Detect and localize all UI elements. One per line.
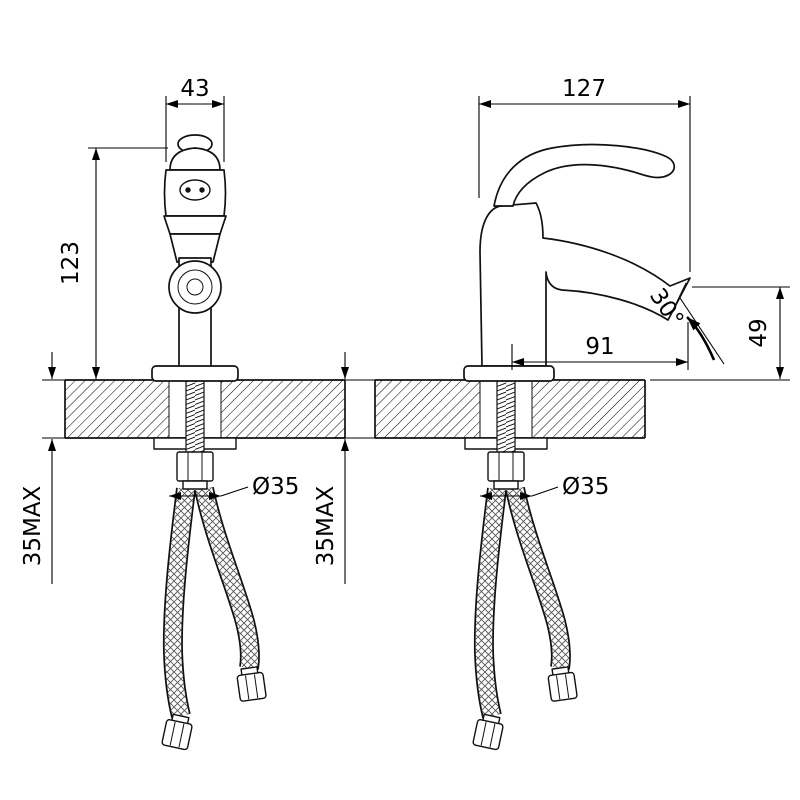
dim-front-deck-thickness: 35MAX — [20, 352, 66, 584]
base-flange-side — [463, 365, 555, 382]
spout-reach-dim-label: 91 — [585, 334, 614, 360]
dim-side-stream-angle: 30° — [644, 284, 725, 365]
spout-height-dim-label: 49 — [746, 318, 772, 347]
cold-dot-marker — [199, 187, 205, 193]
front-deck-thickness-label: 35MAX — [20, 485, 46, 566]
aerator-front — [168, 260, 222, 314]
side-hole-diameter-label: Ø35 — [562, 474, 609, 500]
dim-side-spout-height: 49 — [650, 286, 790, 381]
front-width-dim-label: 43 — [180, 76, 209, 102]
countertop-front — [64, 379, 346, 439]
lever-handle-side — [493, 143, 676, 207]
faucet-side-view — [463, 143, 691, 382]
dim-side-hole-diameter: Ø35 — [480, 474, 609, 500]
dim-side-length: 127 — [478, 76, 691, 272]
dim-side-deck-thickness: 35MAX — [313, 352, 376, 584]
base-flange-front — [151, 365, 239, 382]
side-deck-thickness-label: 35MAX — [313, 485, 339, 566]
dim-front-width: 43 — [165, 76, 225, 162]
faucet-front-view — [151, 134, 239, 382]
front-height-dim-label: 123 — [58, 241, 84, 285]
dim-front-height: 123 — [58, 147, 168, 379]
side-length-dim-label: 127 — [562, 76, 606, 102]
hot-dot-marker — [185, 187, 191, 193]
front-hole-diameter-label: Ø35 — [252, 474, 299, 500]
dim-front-hole-diameter: Ø35 — [169, 474, 299, 500]
stream-direction-arrow — [686, 316, 716, 361]
